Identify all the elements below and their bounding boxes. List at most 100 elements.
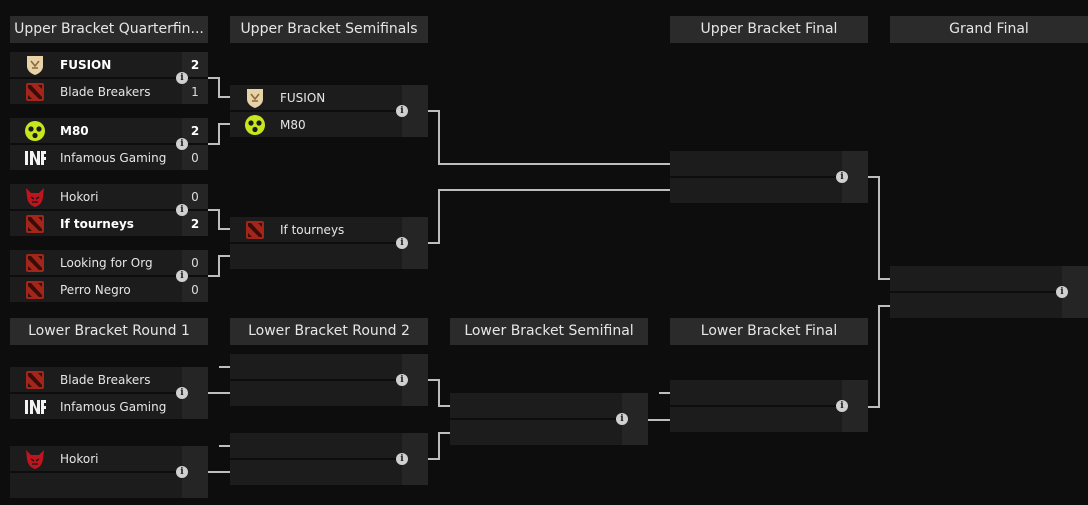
header-ub-semifinals: Upper Bracket Semifinals bbox=[230, 16, 428, 43]
info-icon[interactable]: i bbox=[616, 413, 628, 425]
team-row[interactable]: M80 bbox=[10, 118, 182, 143]
connector-ubf bbox=[868, 176, 890, 280]
team-name: Infamous Gaming bbox=[60, 150, 167, 165]
team-name: Hokori bbox=[60, 189, 99, 204]
connector-ubsf2 bbox=[428, 189, 670, 244]
team-row[interactable]: If tourneys bbox=[10, 211, 182, 236]
info-icon[interactable]: i bbox=[1056, 286, 1068, 298]
team-name: Blade Breakers bbox=[60, 84, 151, 99]
team-row-empty[interactable] bbox=[670, 380, 842, 405]
team-row[interactable]: Blade Breakers bbox=[10, 79, 182, 104]
header-lb-semifinal: Lower Bracket Semifinal bbox=[450, 318, 648, 345]
connector-ubqf1 bbox=[208, 77, 230, 98]
connector-lbr2b bbox=[428, 432, 450, 460]
team-row-empty[interactable] bbox=[230, 354, 402, 379]
match-lbr2-2[interactable]: i bbox=[230, 433, 428, 485]
team-row[interactable]: Looking for Org bbox=[10, 250, 182, 275]
connector-ubqf3 bbox=[208, 209, 230, 230]
match-ubqf-4[interactable]: Looking for Org Perro Negro 0 0 i bbox=[10, 250, 208, 302]
match-ubsf-2[interactable]: If tourneys i bbox=[230, 217, 428, 269]
info-icon[interactable]: i bbox=[396, 237, 408, 249]
team-row-empty[interactable] bbox=[230, 381, 402, 406]
m80-logo-icon bbox=[244, 114, 266, 136]
connector-ubqf2 bbox=[208, 123, 230, 145]
info-icon[interactable]: i bbox=[396, 453, 408, 465]
info-icon[interactable]: i bbox=[176, 204, 188, 216]
connector-ubsf1 bbox=[428, 110, 670, 165]
team-row[interactable]: Hokori bbox=[10, 184, 182, 209]
dota-logo-icon bbox=[24, 213, 46, 235]
match-grand-final[interactable]: i bbox=[890, 266, 1088, 318]
team-row[interactable]: Infamous Gaming bbox=[10, 145, 182, 170]
team-row-empty[interactable] bbox=[670, 407, 842, 432]
hokori-logo-icon bbox=[24, 186, 46, 208]
dota-logo-icon bbox=[24, 81, 46, 103]
match-ubqf-1[interactable]: FUSION Blade Breakers 2 1 i bbox=[10, 52, 208, 104]
team-row[interactable]: Perro Negro bbox=[10, 277, 182, 302]
match-ubqf-2[interactable]: M80 Infamous Gaming 2 0 i bbox=[10, 118, 208, 170]
match-lbr2-1[interactable]: i bbox=[230, 354, 428, 406]
match-ubqf-3[interactable]: Hokori If tourneys 0 2 i bbox=[10, 184, 208, 236]
match-lb-final[interactable]: i bbox=[670, 380, 868, 432]
team-row[interactable]: FUSION bbox=[10, 52, 182, 77]
info-icon[interactable]: i bbox=[176, 138, 188, 150]
info-icon[interactable]: i bbox=[176, 270, 188, 282]
header-lb-final: Lower Bracket Final bbox=[670, 318, 868, 345]
match-ubsf-1[interactable]: FUSION M80 i bbox=[230, 85, 428, 137]
header-ub-final: Upper Bracket Final bbox=[670, 16, 868, 43]
team-row[interactable]: M80 bbox=[230, 112, 402, 137]
team-row-empty[interactable] bbox=[670, 178, 842, 203]
match-lbr1-1[interactable]: Blade Breakers Infamous Gaming i bbox=[10, 367, 208, 419]
info-icon[interactable]: i bbox=[176, 72, 188, 84]
fusion-logo-icon bbox=[244, 87, 266, 109]
team-name: M80 bbox=[280, 117, 306, 132]
team-row[interactable]: If tourneys bbox=[230, 217, 402, 242]
team-row[interactable]: FUSION bbox=[230, 85, 402, 110]
team-name: If tourneys bbox=[280, 222, 345, 237]
info-icon[interactable]: i bbox=[836, 171, 848, 183]
dota-logo-icon bbox=[244, 219, 266, 241]
info-icon[interactable]: i bbox=[176, 387, 188, 399]
team-name: If tourneys bbox=[60, 216, 134, 231]
header-lb-round1: Lower Bracket Round 1 bbox=[10, 318, 208, 345]
connector-lbf bbox=[868, 305, 890, 408]
team-row[interactable]: Hokori bbox=[10, 446, 182, 471]
team-score: 0 bbox=[182, 250, 208, 275]
info-icon[interactable]: i bbox=[396, 105, 408, 117]
infamous-logo-icon bbox=[24, 396, 46, 418]
m80-logo-icon bbox=[24, 120, 46, 142]
team-row-empty[interactable] bbox=[450, 393, 622, 418]
header-lb-round2: Lower Bracket Round 2 bbox=[230, 318, 428, 345]
info-icon[interactable]: i bbox=[836, 400, 848, 412]
header-ub-quarterfinals: Upper Bracket Quarterfin... bbox=[10, 16, 208, 43]
team-row-empty[interactable] bbox=[230, 460, 402, 485]
team-name: FUSION bbox=[280, 90, 326, 105]
team-name: Looking for Org bbox=[60, 255, 153, 270]
connector-lbr2a bbox=[428, 379, 450, 407]
team-name: FUSION bbox=[60, 57, 112, 72]
header-grand-final: Grand Final bbox=[890, 16, 1088, 43]
team-row[interactable]: Infamous Gaming bbox=[10, 394, 182, 419]
infamous-logo-icon bbox=[24, 147, 46, 169]
team-row-empty[interactable] bbox=[450, 420, 622, 445]
team-score: 2 bbox=[182, 52, 208, 77]
team-row-empty[interactable] bbox=[230, 244, 402, 269]
team-row[interactable]: Blade Breakers bbox=[10, 367, 182, 392]
info-icon[interactable]: i bbox=[396, 374, 408, 386]
team-name: Perro Negro bbox=[60, 282, 131, 297]
match-lb-semifinal[interactable]: i bbox=[450, 393, 648, 445]
team-score: 2 bbox=[182, 118, 208, 143]
team-row-empty[interactable] bbox=[10, 473, 182, 498]
dota-logo-icon bbox=[24, 369, 46, 391]
team-score: 0 bbox=[182, 277, 208, 302]
match-ub-final[interactable]: i bbox=[670, 151, 868, 203]
team-row-empty[interactable] bbox=[890, 293, 1062, 318]
team-row-empty[interactable] bbox=[230, 433, 402, 458]
fusion-logo-icon bbox=[24, 54, 46, 76]
team-name: Infamous Gaming bbox=[60, 399, 167, 414]
info-icon[interactable]: i bbox=[176, 466, 188, 478]
team-row-empty[interactable] bbox=[890, 266, 1062, 291]
match-lbr1-2[interactable]: Hokori i bbox=[10, 446, 208, 498]
team-row-empty[interactable] bbox=[670, 151, 842, 176]
